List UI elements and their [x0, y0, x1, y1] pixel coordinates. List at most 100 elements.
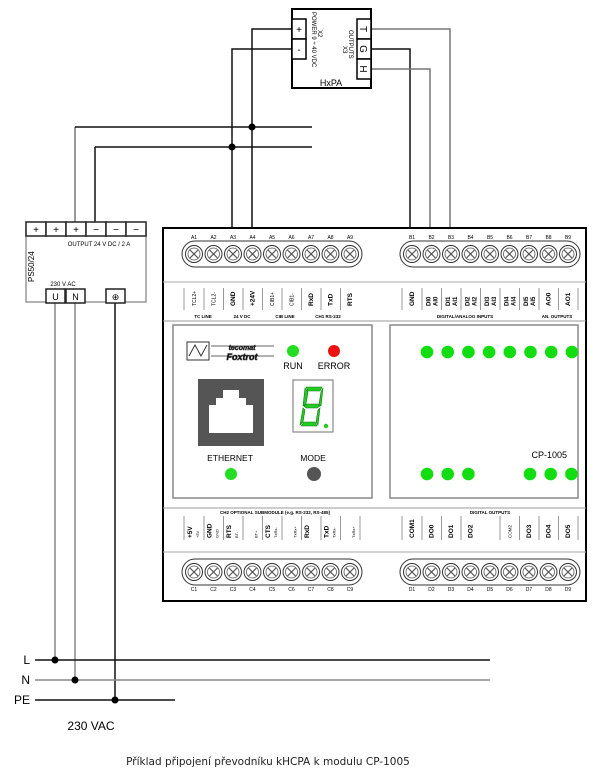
terminal-id: C4	[249, 587, 256, 593]
b-terminal-label: DI0	[427, 296, 433, 306]
figure-caption: Příklad připojení převodníku kHCPA k mod…	[126, 756, 410, 768]
terminal-screw[interactable]	[520, 563, 538, 581]
terminal-screw[interactable]	[520, 245, 538, 263]
terminal-screw[interactable]	[243, 245, 262, 263]
psu-output-pin: −	[105, 221, 127, 237]
wire-hxpa-minus	[231, 48, 292, 228]
psu-output-pin-label: +	[53, 225, 59, 236]
terminal-screw[interactable]	[302, 563, 320, 581]
d-group-label: DIGITAL OUTPUTS	[470, 510, 510, 515]
c-terminal-sublabel: +5V	[195, 530, 200, 538]
seven-segment-display	[292, 379, 334, 433]
a-terminal-label: RTS	[347, 292, 354, 306]
d-terminal-label: DO0	[429, 524, 436, 538]
c-terminal-sublabel: TxRx+	[293, 526, 298, 538]
hxpa-pin-h	[356, 58, 372, 80]
terminal-id: C8	[327, 587, 334, 593]
terminal-screw[interactable]	[403, 563, 421, 581]
d-terminal-label: DO2	[468, 524, 475, 538]
terminal-screw[interactable]	[539, 563, 558, 581]
a-terminal-label: TCL2+	[192, 291, 198, 306]
input-led	[482, 345, 496, 359]
terminal-screw[interactable]	[341, 563, 359, 581]
wire-hxpa-h	[371, 68, 431, 228]
hxpa-outputs-connector: X3	[341, 46, 347, 54]
psu-input-pin: N	[65, 288, 86, 304]
psu-output-pin-label: −	[113, 225, 119, 236]
terminal-screw[interactable]	[263, 563, 281, 581]
d-terminal-label: COM1	[409, 519, 416, 538]
terminal-screw[interactable]	[321, 563, 340, 581]
input-led	[441, 345, 455, 359]
terminal-screw[interactable]	[559, 563, 577, 581]
b-terminal-sublabel: AI4	[512, 296, 518, 306]
wire-hxpa-t	[371, 28, 451, 228]
terminal-screw[interactable]	[224, 563, 242, 581]
terminal-screw[interactable]	[243, 563, 262, 581]
terminal-screw[interactable]	[442, 245, 460, 263]
terminal-id: A4	[249, 235, 255, 241]
terminal-id: B6	[506, 235, 512, 241]
terminal-screw[interactable]	[559, 245, 577, 263]
terminal-screw[interactable]	[321, 245, 340, 263]
junction-dot	[248, 123, 256, 131]
b-terminal-sublabel: AI5	[531, 296, 537, 306]
terminal-screw[interactable]	[500, 563, 519, 581]
terminal-screw[interactable]	[341, 245, 359, 263]
output-led	[420, 467, 434, 481]
psu-output-pin-label: −	[93, 225, 99, 236]
terminal-id: C1	[191, 587, 198, 593]
a-terminal-label: RxD	[308, 293, 315, 306]
hxpa-converter: + - T G H POWER 9 ÷ 40 VDC X2 X3 OUTPUTS…	[291, 8, 372, 89]
terminal-screw[interactable]	[500, 245, 519, 263]
terminal-screw[interactable]	[282, 563, 301, 581]
terminal-screw[interactable]	[422, 245, 441, 263]
terminal-screw[interactable]	[403, 245, 421, 263]
b-terminal-label: DI2	[466, 296, 472, 306]
hxpa-pin-t-label: T	[357, 26, 368, 32]
terminal-screw[interactable]	[461, 245, 480, 263]
c-terminal-sublabel: TxRx+	[351, 526, 356, 538]
rail-pe-label: PE	[14, 693, 30, 707]
psu-output-pin-label: +	[73, 225, 79, 236]
a-terminal-label: CIB1-	[290, 293, 296, 306]
psu-output-label: OUTPUT 24 V DC / 2 A	[68, 242, 131, 248]
a-group-label: CH1 RS-232	[315, 314, 341, 319]
terminal-screw[interactable]	[422, 563, 441, 581]
c-terminal-sublabel: TxRx-	[273, 527, 278, 538]
terminal-screw[interactable]	[481, 563, 499, 581]
c-terminal-label: TxD	[324, 525, 331, 538]
terminal-screw[interactable]	[185, 563, 203, 581]
terminal-screw[interactable]	[204, 563, 223, 581]
terminal-id: A7	[308, 235, 314, 241]
mains-voltage-label: 230 VAC	[67, 719, 114, 733]
terminal-id: C5	[269, 587, 276, 593]
psu-input-pin-label: N	[72, 292, 79, 302]
c-terminal-label: GND	[207, 523, 214, 538]
mode-button[interactable]	[307, 467, 321, 481]
a-group-label: TC LINE	[194, 314, 212, 319]
terminal-screw[interactable]	[185, 245, 203, 263]
input-led	[544, 345, 558, 359]
terminal-screw[interactable]	[481, 245, 499, 263]
terminal-screw[interactable]	[442, 563, 460, 581]
terminal-screw[interactable]	[282, 245, 301, 263]
terminal-screw[interactable]	[204, 245, 223, 263]
hxpa-pin-minus-label: -	[297, 45, 300, 56]
c-group-label: CH2 OPTIONAL SUBMODULE (e.g. RS-232, RS-…	[220, 510, 330, 515]
decimal-point	[323, 423, 329, 429]
hxpa-pin-plus-label: +	[296, 25, 302, 36]
terminal-screw[interactable]	[224, 245, 242, 263]
terminal-screw[interactable]	[461, 563, 480, 581]
input-led	[462, 345, 475, 359]
terminal-screw[interactable]	[302, 245, 320, 263]
terminal-id: A8	[327, 235, 333, 241]
terminal-screw[interactable]	[263, 245, 281, 263]
psu-output-pin: +	[25, 221, 47, 237]
terminal-screw[interactable]	[539, 245, 558, 263]
b-terminal-sublabel: AI1	[453, 296, 459, 306]
b-terminal-label: AO0	[546, 292, 553, 306]
